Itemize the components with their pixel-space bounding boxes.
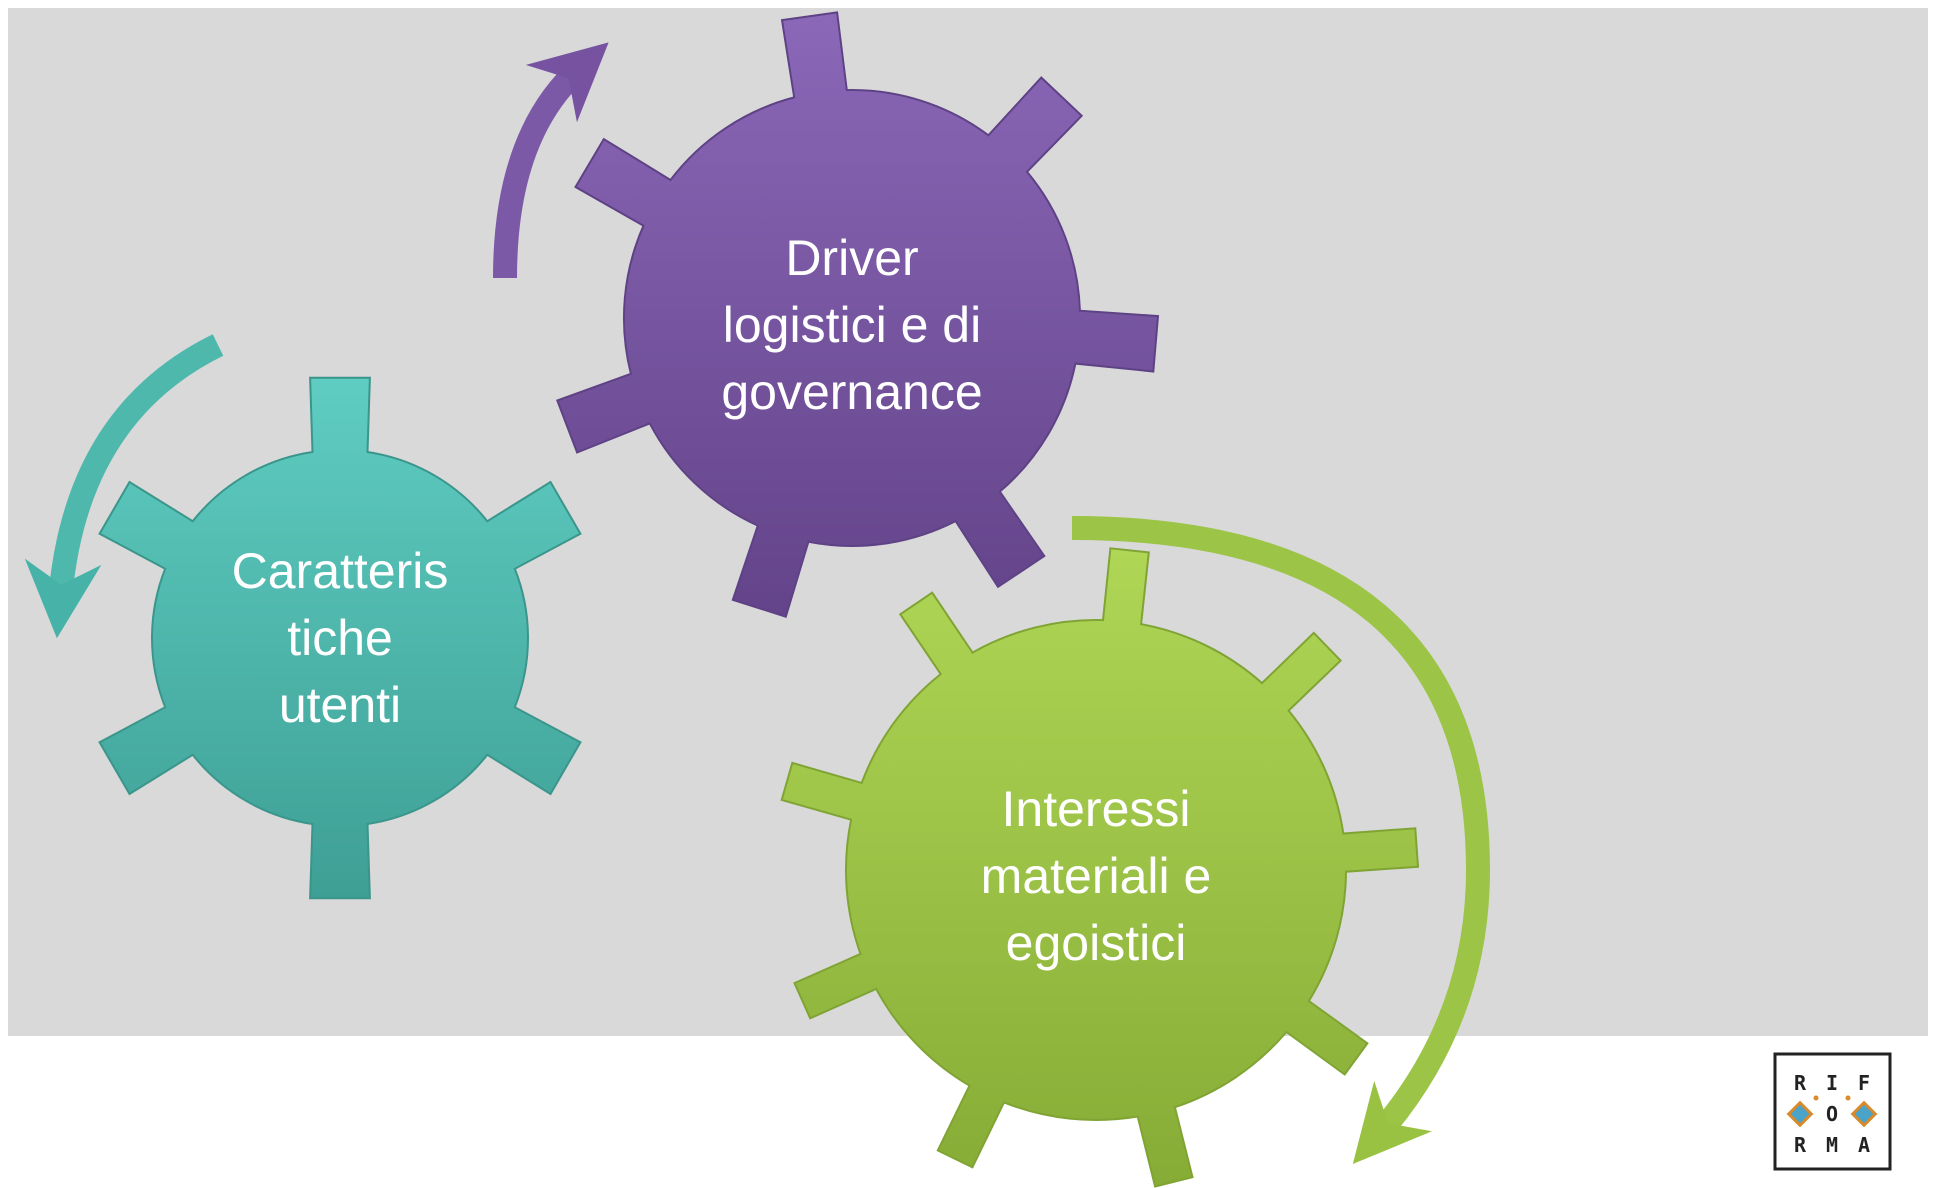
gear-label-line: materiali e: [981, 848, 1212, 904]
gear-label-interessi-materiali: Interessi materiali e egoistici: [981, 781, 1212, 971]
gear-label-line: utenti: [279, 677, 401, 733]
logo-letter: R: [1794, 1071, 1807, 1095]
logo-letter: F: [1858, 1071, 1870, 1095]
gear-label-line: logistici e di: [723, 297, 981, 353]
gear-interessi-materiali: [780, 547, 1420, 1188]
riforma-logo: R I F O R M A: [1773, 1052, 1892, 1171]
gear-label-line: Caratteris: [232, 543, 449, 599]
gear-label-driver-logistici: Driver logistici e di governance: [721, 230, 982, 420]
gear-label-caratteristiche-utenti: Caratteris tiche utenti: [232, 543, 449, 733]
logo-letter: O: [1826, 1102, 1838, 1126]
rotation-arrow-teal: [24, 334, 224, 639]
gear-label-line: tiche: [287, 610, 393, 666]
gear-label-line: Interessi: [1002, 781, 1191, 837]
gear-caratteristiche-utenti: [98, 376, 582, 900]
gear-driver-logistici: [556, 11, 1160, 618]
logo-diamond-icon: [1850, 1100, 1878, 1128]
logo-diamond-icon: [1786, 1100, 1814, 1128]
logo-letter: A: [1858, 1133, 1870, 1157]
logo-letter: I: [1826, 1071, 1838, 1095]
gear-label-line: governance: [721, 364, 982, 420]
gear-label-line: egoistici: [1006, 915, 1187, 971]
logo-letter: R: [1794, 1133, 1807, 1157]
logo-letter: M: [1826, 1133, 1838, 1157]
logo-dot-icon: [1845, 1095, 1851, 1101]
logo-dot-icon: [1813, 1095, 1819, 1101]
gear-label-line: Driver: [785, 230, 918, 286]
rotation-arrow-green: [1071, 516, 1491, 1164]
rotation-arrow-purple: [493, 42, 609, 279]
